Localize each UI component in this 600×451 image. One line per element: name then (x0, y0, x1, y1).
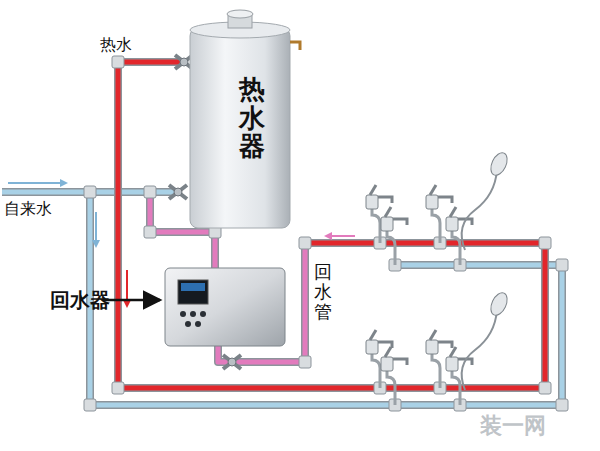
faucet-pipe (387, 227, 395, 265)
flow-arrow (95, 212, 97, 240)
flow-arrow (332, 235, 355, 237)
device-display (181, 283, 205, 291)
pipe-edge (118, 62, 545, 388)
faucet-handle (370, 330, 376, 340)
valve-hub (180, 58, 188, 66)
pipe-joint (112, 382, 124, 394)
faucet-handle (450, 347, 456, 357)
pipe (90, 192, 562, 405)
faucet-pipe (452, 227, 460, 265)
relief-valve (290, 42, 300, 50)
hot-water-label: 热水 (100, 36, 132, 54)
return-pipe-label: 回水管 (314, 262, 332, 321)
device-button (190, 311, 196, 317)
faucet-spout (393, 359, 407, 365)
pipe-joint (144, 186, 156, 198)
faucet-body (446, 217, 458, 231)
valve (169, 185, 187, 199)
heater-flue-top (227, 10, 253, 18)
flow-arrow-head (60, 179, 68, 187)
faucet-pipe (372, 350, 380, 388)
pipe-joint (539, 382, 551, 394)
device-button (195, 321, 201, 327)
watermark: 装一网 (480, 414, 546, 438)
flow-arrow-head (324, 232, 332, 240)
flow-arrow (126, 270, 128, 300)
pipe-joint (299, 356, 311, 368)
faucet-pipe (372, 205, 380, 243)
heater-text: 热水器 (239, 75, 265, 161)
faucet-body (446, 357, 458, 371)
return-device (165, 268, 285, 346)
pipe-joint (299, 237, 311, 249)
valve-hub (228, 358, 236, 366)
pipe (118, 62, 545, 388)
flow-arrow (8, 182, 60, 184)
faucet-spout (378, 197, 392, 203)
faucet-handle (385, 347, 391, 357)
shower-head (488, 290, 511, 318)
pipe-joint (556, 259, 568, 271)
return-device-label: 回水器 (50, 289, 110, 311)
pipe-joint (112, 56, 124, 68)
faucet-handle (370, 185, 376, 195)
faucet-handle (385, 207, 391, 217)
faucet-spout (393, 219, 407, 225)
faucet-body (366, 195, 378, 209)
valve-hub (174, 188, 182, 196)
valve (223, 355, 241, 369)
faucet-spout (438, 197, 452, 203)
faucet-body (381, 217, 393, 231)
pipe-joint (144, 226, 156, 238)
device-button (180, 311, 186, 317)
shower-hose (462, 170, 497, 250)
shower-hose (462, 310, 497, 390)
faucet-handle (450, 207, 456, 217)
tap-water-label: 自来水 (4, 200, 52, 218)
pipe-joint (84, 399, 96, 411)
faucet-pipe (387, 367, 395, 405)
faucet-body (426, 195, 438, 209)
faucet-pipe (432, 350, 440, 388)
device-screen (178, 280, 208, 304)
faucet-body (426, 340, 438, 354)
shower-head (488, 150, 511, 178)
faucet-body (366, 340, 378, 354)
leader-arrow (103, 299, 160, 302)
faucet-body (381, 357, 393, 371)
faucet-pipe (432, 205, 440, 243)
faucet-spout (438, 342, 452, 348)
heater-body (190, 28, 290, 228)
heater-node: 热水器 (190, 28, 290, 228)
faucet-pipe (452, 367, 460, 405)
pipe-joint (84, 186, 96, 198)
flow-arrow-head (92, 240, 100, 248)
pipe-joint (539, 237, 551, 249)
faucet-handle (430, 185, 436, 195)
pipe-edge (90, 192, 562, 405)
device-button (185, 321, 191, 327)
device-button (200, 311, 206, 317)
faucet-handle (430, 330, 436, 340)
pipe-joint (556, 399, 568, 411)
